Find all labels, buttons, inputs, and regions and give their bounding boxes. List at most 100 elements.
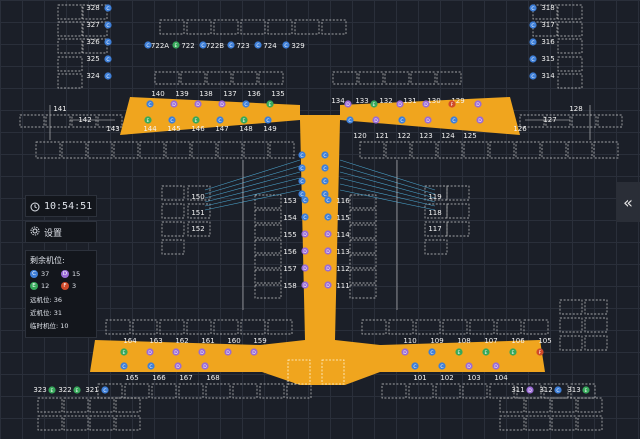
stand-label[interactable]: 160 <box>227 337 240 345</box>
stand-outline <box>541 141 567 159</box>
stand-label[interactable]: 122 <box>397 132 410 140</box>
stand-label[interactable]: 125 <box>463 132 476 140</box>
stand-label[interactable]: 145 <box>167 125 180 133</box>
stand-label[interactable]: 323 <box>33 386 46 394</box>
stand-label[interactable]: 327 <box>86 21 99 29</box>
stand-label[interactable]: 152 <box>191 225 204 233</box>
stand-label[interactable]: 322 <box>58 386 71 394</box>
stand-label[interactable]: 155 <box>283 231 296 239</box>
stand-type-marker <box>529 4 537 12</box>
stand-label[interactable]: 168 <box>206 374 219 382</box>
stand-label[interactable]: 156 <box>283 248 297 256</box>
stand-label[interactable]: 321 <box>85 386 98 394</box>
stand-label[interactable]: 154 <box>283 214 297 222</box>
stand-label[interactable]: 104 <box>494 374 508 382</box>
stand-label[interactable]: 127 <box>543 116 556 124</box>
stand-label[interactable]: 147 <box>215 125 228 133</box>
stand-label[interactable]: 157 <box>283 265 296 273</box>
stand-label[interactable]: 151 <box>191 209 204 217</box>
stand-label[interactable]: 150 <box>191 193 204 201</box>
stand-label[interactable]: 117 <box>428 225 441 233</box>
stand-type-marker <box>254 41 262 49</box>
stand-label[interactable]: 161 <box>201 337 214 345</box>
stand-label[interactable]: 324 <box>86 72 100 80</box>
stand-label[interactable]: 326 <box>86 38 100 46</box>
stand-label[interactable]: 315 <box>541 55 554 63</box>
stand-label[interactable]: 129 <box>451 97 464 105</box>
stand-label[interactable]: 723 <box>236 42 249 50</box>
stand-label[interactable]: 311 <box>511 386 524 394</box>
stand-label[interactable]: 112 <box>336 265 349 273</box>
stand-label[interactable]: 103 <box>467 374 480 382</box>
stand-label[interactable]: 130 <box>427 97 440 105</box>
stand-label[interactable]: 105 <box>538 337 551 345</box>
stand-label[interactable]: 101 <box>413 374 426 382</box>
stand-label[interactable]: 124 <box>441 132 455 140</box>
stand-label[interactable]: 106 <box>511 337 525 345</box>
stand-label[interactable]: 126 <box>513 125 527 133</box>
stand-label[interactable]: 114 <box>336 231 350 239</box>
stand-label[interactable]: 313 <box>567 386 580 394</box>
stand-label[interactable]: 325 <box>86 55 99 63</box>
stand-label[interactable]: 138 <box>199 90 212 98</box>
stand-label[interactable]: 167 <box>179 374 192 382</box>
stand-label[interactable]: 318 <box>541 4 554 12</box>
stand-label[interactable]: 110 <box>403 337 416 345</box>
stand-label[interactable]: 131 <box>403 97 416 105</box>
stand-label[interactable]: 140 <box>151 90 164 98</box>
stand-label[interactable]: 123 <box>419 132 432 140</box>
stand-label[interactable]: 149 <box>263 125 276 133</box>
stand-label[interactable]: 134 <box>331 97 345 105</box>
stand-type-marker <box>476 116 484 124</box>
stand-label[interactable]: 146 <box>191 125 205 133</box>
stand-label[interactable]: 329 <box>291 42 304 50</box>
stand-label[interactable]: 137 <box>223 90 236 98</box>
stand-outline <box>254 269 282 284</box>
stand-label[interactable]: 316 <box>541 38 555 46</box>
stand-label[interactable]: 158 <box>283 282 296 290</box>
settings-button[interactable]: 设置 <box>25 221 97 243</box>
stand-label[interactable]: 142 <box>78 116 91 124</box>
stand-type-letter: E <box>147 118 150 124</box>
stand-label[interactable]: 166 <box>152 374 166 382</box>
stand-label[interactable]: 121 <box>375 132 388 140</box>
stand-label[interactable]: 314 <box>541 72 555 80</box>
stand-label[interactable]: 722A <box>151 42 169 50</box>
stand-label[interactable]: 148 <box>239 125 252 133</box>
stand-label[interactable]: 144 <box>143 125 157 133</box>
stand-label[interactable]: 132 <box>379 97 392 105</box>
stand-label[interactable]: 109 <box>430 337 443 345</box>
stand-label[interactable]: 118 <box>428 209 441 217</box>
stand-label[interactable]: 164 <box>123 337 137 345</box>
stand-label[interactable]: 165 <box>125 374 138 382</box>
stand-label[interactable]: 163 <box>149 337 162 345</box>
stand-type-letter: C <box>303 198 306 204</box>
stand-type-letter: C <box>531 23 534 29</box>
stand-label[interactable]: 119 <box>428 193 441 201</box>
stand-label[interactable]: 116 <box>336 197 350 205</box>
stand-label[interactable]: 312 <box>539 386 552 394</box>
stand-label[interactable]: 159 <box>253 337 266 345</box>
stand-label[interactable]: 153 <box>283 197 296 205</box>
stand-label[interactable]: 724 <box>263 42 277 50</box>
stand-label[interactable]: 722 <box>181 42 194 50</box>
stand-label[interactable]: 135 <box>271 90 284 98</box>
stand-label[interactable]: 108 <box>457 337 470 345</box>
stand-label[interactable]: 722B <box>206 42 224 50</box>
stand-label[interactable]: 107 <box>484 337 497 345</box>
stand-label[interactable]: 102 <box>440 374 453 382</box>
stand-label[interactable]: 115 <box>336 214 349 222</box>
stand-label[interactable]: 128 <box>569 105 582 113</box>
stand-label[interactable]: 133 <box>355 97 368 105</box>
stand-label[interactable]: 162 <box>175 337 188 345</box>
stand-label[interactable]: 113 <box>336 248 349 256</box>
expand-panel-button[interactable]: « <box>616 182 640 222</box>
stand-label[interactable]: 111 <box>336 282 349 290</box>
stand-label[interactable]: 143 <box>106 125 119 133</box>
stand-label[interactable]: 317 <box>541 21 554 29</box>
stand-label[interactable]: 120 <box>353 132 366 140</box>
stand-label[interactable]: 136 <box>247 90 261 98</box>
stand-label[interactable]: 141 <box>53 105 66 113</box>
stand-label[interactable]: 139 <box>175 90 188 98</box>
stand-label[interactable]: 328 <box>86 4 99 12</box>
